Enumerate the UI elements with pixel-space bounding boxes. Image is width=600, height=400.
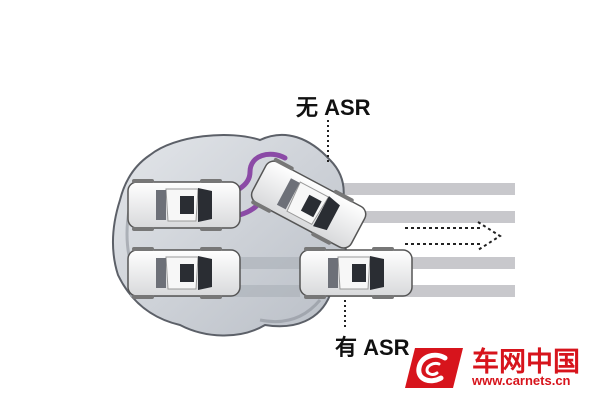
dotted-arrow-icon [405, 221, 502, 251]
car-icon [127, 247, 241, 299]
car-icon [250, 157, 367, 249]
label-without-asr: 无 ASR [296, 95, 371, 120]
car-icon [299, 247, 413, 299]
ice-patch [111, 133, 348, 337]
carnets-logo-icon [405, 348, 463, 388]
car-icon [127, 179, 241, 231]
label-with-asr: 有 ASR [335, 335, 410, 360]
watermark-brand: 车网中国 [472, 347, 580, 378]
watermark-url: www.carnets.cn [472, 373, 571, 388]
